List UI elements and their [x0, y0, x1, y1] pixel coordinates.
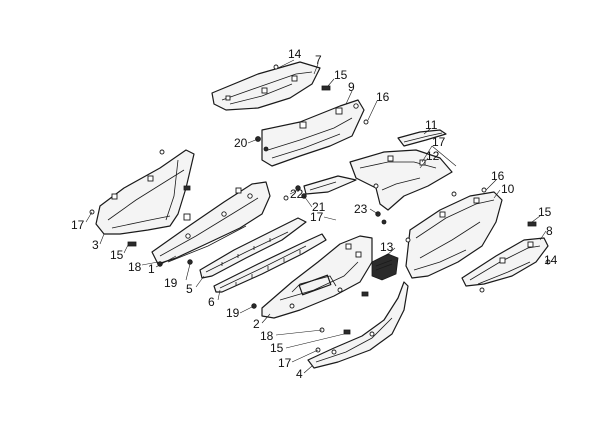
- part-8-right-rear-lower-cover: [461, 237, 549, 287]
- part-11-handle-piece: [397, 129, 447, 147]
- callout-19-center: 19: [226, 306, 240, 320]
- callout-23: 23: [354, 202, 368, 216]
- part-16-screw-right: [481, 187, 487, 193]
- callout-15-left: 15: [110, 248, 124, 262]
- callout-13: 13: [380, 240, 394, 254]
- part-21-screws: [283, 185, 307, 201]
- callout-18-left: 18: [128, 260, 142, 274]
- callout-20: 20: [234, 136, 248, 150]
- callout-19-left: 19: [164, 276, 178, 290]
- callout-3: 3: [92, 238, 99, 252]
- callout-5: 5: [186, 282, 193, 296]
- callout-14-top: 14: [288, 47, 302, 61]
- leader-lines: [85, 59, 549, 374]
- callout-7: 7: [315, 53, 322, 67]
- part-7-rear-upper-cover: [211, 61, 321, 111]
- part-22-bracket: [303, 175, 357, 195]
- part-15-clip-top: [321, 85, 331, 91]
- part-12-center-rear-cover: [349, 149, 453, 211]
- callout-2: 2: [253, 317, 260, 331]
- callout-17-left: 17: [71, 218, 85, 232]
- part-19-screw-left: [187, 259, 193, 265]
- callout-18-lower: 18: [260, 329, 274, 343]
- part-13-battery-cover: [371, 253, 399, 281]
- callout-21: 21: [312, 200, 326, 214]
- callout-labels: 14 7 15 9 16 20 11 17 12 16 10 17 3 15 1…: [71, 47, 558, 381]
- part-14-screw-right: [479, 259, 551, 293]
- callout-15-lower: 15: [270, 341, 284, 355]
- callout-22: 22: [290, 187, 304, 201]
- part-20-screw: [255, 136, 269, 152]
- part-15-clip-lower: [343, 291, 369, 335]
- callout-4: 4: [296, 367, 303, 381]
- part-4-lower-under-cover: [307, 281, 409, 369]
- callout-17-lower: 17: [278, 356, 292, 370]
- part-2-floor-panel: [261, 235, 373, 319]
- callout-15-right: 15: [538, 205, 552, 219]
- part-16-screw-upper: [363, 119, 369, 125]
- part-9-rear-side-cover: [261, 99, 365, 167]
- callout-15-top: 15: [334, 68, 348, 82]
- part-15-clip-right: [527, 221, 537, 227]
- part-15-clip-left: [127, 185, 191, 247]
- callout-17-upper: 17: [432, 135, 446, 149]
- callout-11: 11: [425, 118, 438, 132]
- part-1-left-floor-side-panel: [151, 181, 271, 265]
- callout-8: 8: [546, 224, 553, 238]
- callout-14-right: 14: [544, 253, 558, 267]
- part-6-floor-trim: [213, 233, 327, 293]
- part-5-side-trim: [199, 217, 307, 279]
- part-23-screw: [375, 211, 387, 225]
- callout-6: 6: [208, 295, 215, 309]
- callout-17-center: 17: [310, 210, 324, 224]
- callout-16-right: 16: [491, 169, 505, 183]
- part-3-left-front-cover: [89, 149, 195, 235]
- part-10-right-side-cover: [405, 191, 503, 279]
- callout-10: 10: [501, 182, 515, 196]
- callout-12: 12: [426, 149, 440, 163]
- callout-1: 1: [148, 262, 155, 276]
- callout-9: 9: [348, 80, 355, 94]
- callout-16-upper: 16: [376, 90, 390, 104]
